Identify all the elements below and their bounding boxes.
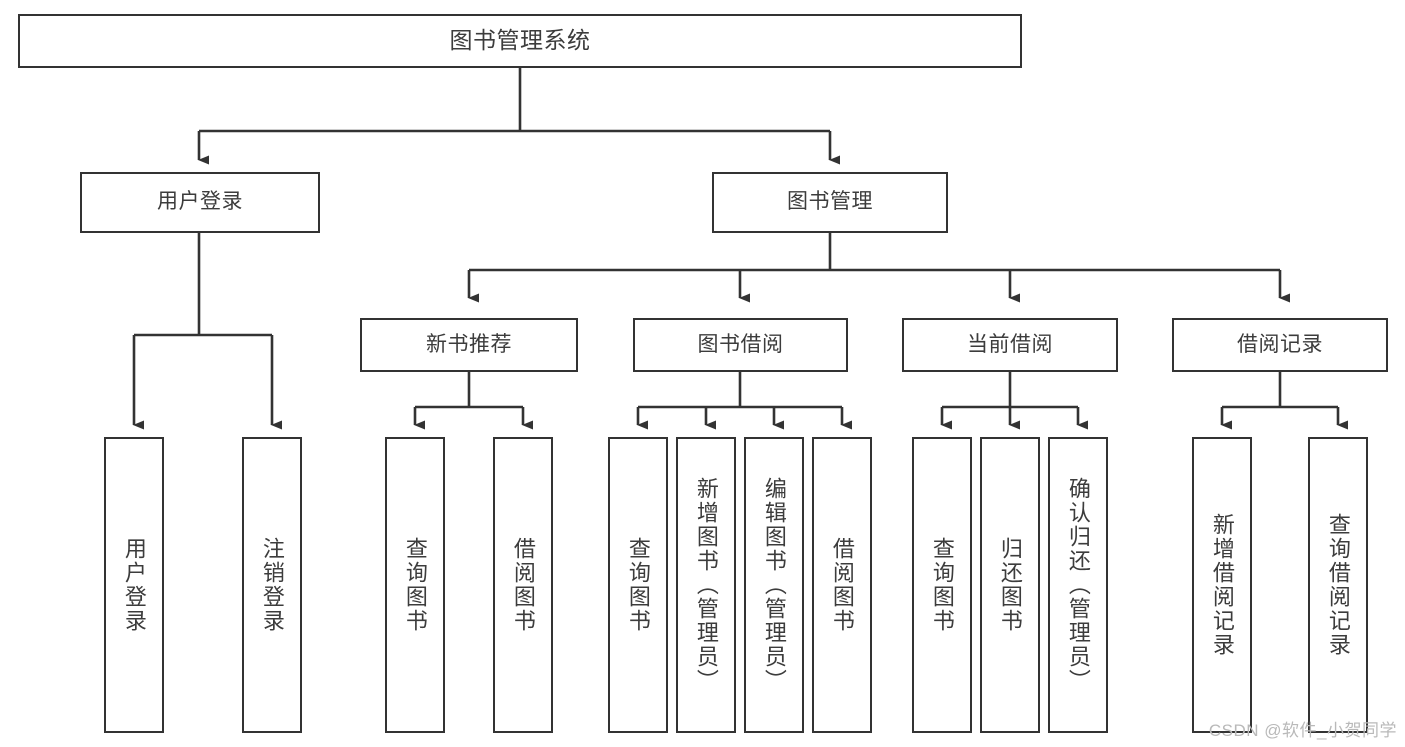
leaf-new-book-borrow-books[interactable]: 借阅图书 <box>493 437 553 733</box>
node-label: 图书管理系统 <box>449 27 591 54</box>
node-label: 用户登录 <box>121 537 147 633</box>
node-label: 查询图书 <box>402 537 428 633</box>
node-label: 当前借阅 <box>967 332 1053 356</box>
leaf-book-borrow-add-book-admin[interactable]: 新增图书（管理员） <box>676 437 736 733</box>
csdn-watermark: CSDN @软件_小贺同学 <box>1208 721 1397 740</box>
leaf-book-borrow-borrow-books[interactable]: 借阅图书 <box>812 437 872 733</box>
node-current-borrow[interactable]: 当前借阅 <box>902 318 1118 372</box>
leaf-logout[interactable]: 注销登录 <box>242 437 302 733</box>
leaf-new-book-query-books[interactable]: 查询图书 <box>385 437 445 733</box>
leaf-borrow-record-query-record[interactable]: 查询借阅记录 <box>1308 437 1368 733</box>
node-label: 确认归还（管理员） <box>1065 477 1091 693</box>
node-book-management[interactable]: 图书管理 <box>712 172 948 233</box>
node-label: 用户登录 <box>157 190 243 214</box>
leaf-user-login[interactable]: 用户登录 <box>104 437 164 733</box>
node-label: 查询图书 <box>625 537 651 633</box>
leaf-current-borrow-confirm-return-admin[interactable]: 确认归还（管理员） <box>1048 437 1108 733</box>
leaf-book-borrow-query-books[interactable]: 查询图书 <box>608 437 668 733</box>
leaf-current-borrow-return-books[interactable]: 归还图书 <box>980 437 1040 733</box>
node-new-book-recommend[interactable]: 新书推荐 <box>360 318 578 372</box>
node-label: 图书管理 <box>787 190 873 214</box>
node-user-login[interactable]: 用户登录 <box>80 172 320 233</box>
node-label: 借阅记录 <box>1237 332 1323 356</box>
node-label: 新书推荐 <box>426 332 512 356</box>
node-label: 注销登录 <box>259 537 285 633</box>
leaf-book-borrow-edit-book-admin[interactable]: 编辑图书（管理员） <box>744 437 804 733</box>
node-book-borrow[interactable]: 图书借阅 <box>633 318 848 372</box>
leaf-borrow-record-add-record[interactable]: 新增借阅记录 <box>1192 437 1252 733</box>
node-label: 新增图书（管理员） <box>693 477 719 693</box>
node-label: 查询借阅记录 <box>1325 513 1351 657</box>
node-label: 归还图书 <box>997 537 1023 633</box>
node-label: 新增借阅记录 <box>1209 513 1235 657</box>
node-label: 借阅图书 <box>510 537 536 633</box>
node-root-book-management-system[interactable]: 图书管理系统 <box>18 14 1022 68</box>
node-label: 查询图书 <box>929 537 955 633</box>
node-label: 编辑图书（管理员） <box>761 477 787 693</box>
node-borrow-record[interactable]: 借阅记录 <box>1172 318 1388 372</box>
node-label: 图书借阅 <box>697 332 784 356</box>
leaf-current-borrow-query-books[interactable]: 查询图书 <box>912 437 972 733</box>
node-label: 借阅图书 <box>829 537 855 633</box>
